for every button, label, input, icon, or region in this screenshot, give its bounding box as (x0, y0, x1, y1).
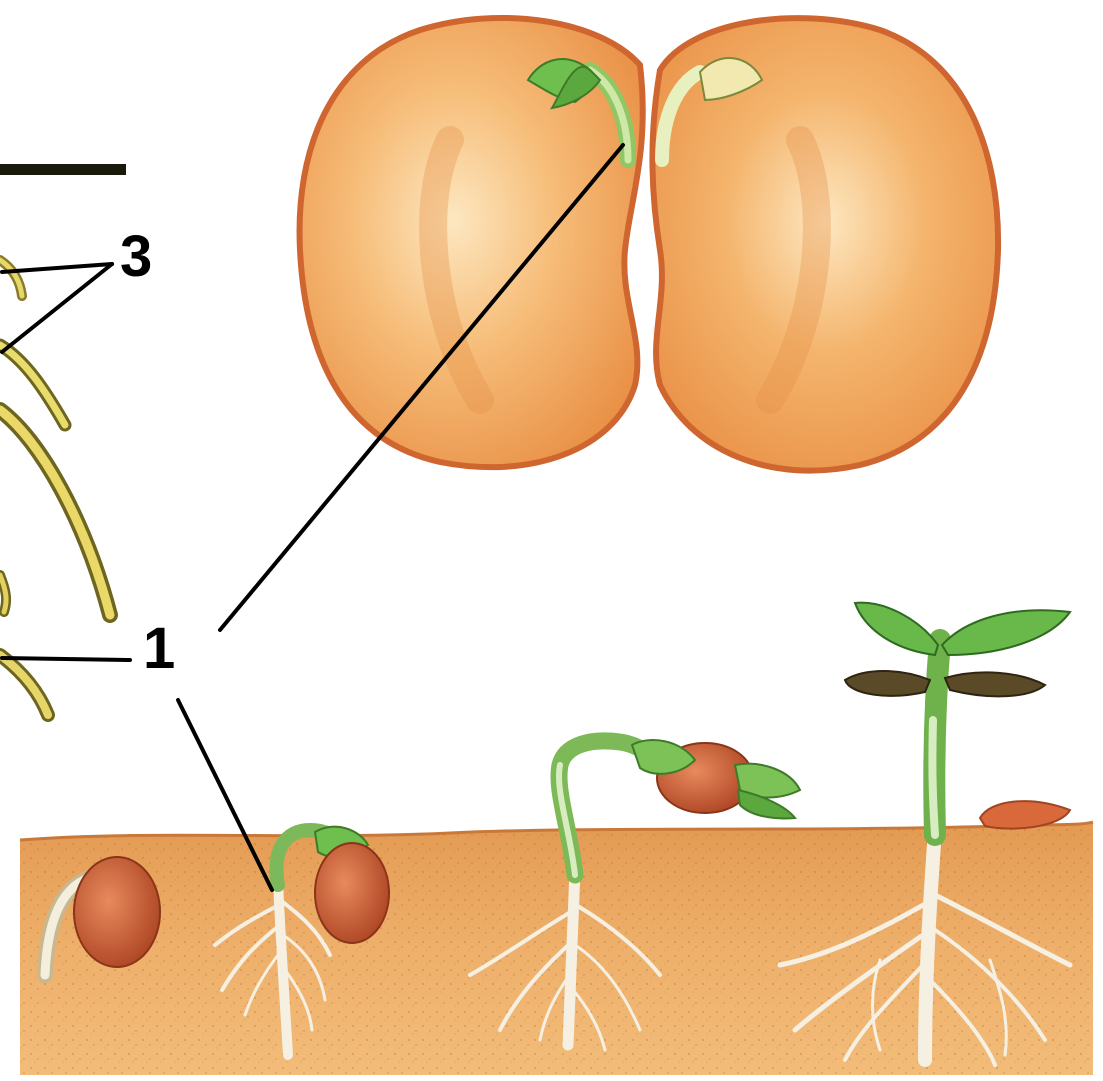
shrivelled-cotyledon (845, 671, 930, 696)
scale-bar (0, 164, 126, 175)
root-branch (0, 410, 110, 615)
leaf (855, 603, 938, 655)
label-1: 1 (143, 620, 175, 678)
partial-root-drawing (0, 164, 126, 715)
shrivelled-cotyledon (945, 672, 1045, 696)
label-3: 3 (120, 228, 152, 286)
leaf (942, 610, 1070, 655)
stem-highlight (932, 720, 935, 835)
leader-line-1-left (2, 658, 130, 660)
seed (315, 843, 389, 943)
seed (74, 857, 160, 967)
leader-line-3a (2, 264, 112, 272)
opened-bean-seed (300, 18, 999, 471)
